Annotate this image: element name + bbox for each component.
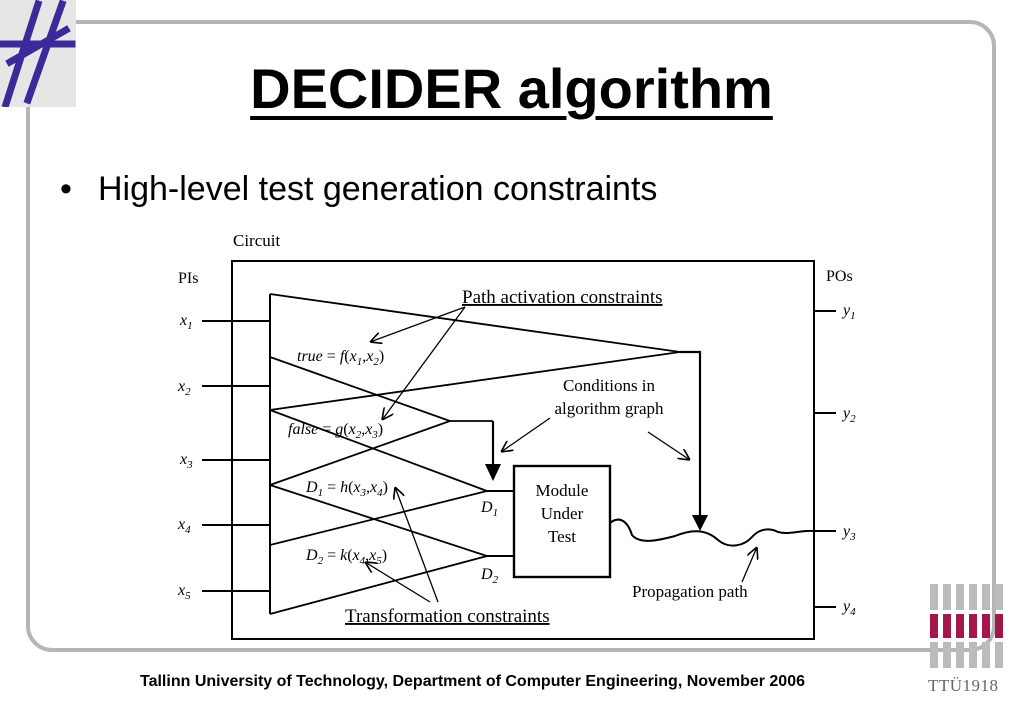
footer-text: Tallinn University of Technology, Depart… — [140, 673, 805, 690]
propagation-label: Propagation path — [632, 582, 748, 601]
eq-d1: D1 = h(x3,x4) — [305, 479, 388, 499]
module-line-3: Test — [548, 527, 576, 546]
output-y3: y3 — [841, 523, 856, 543]
input-x2: x2 — [177, 378, 191, 398]
transformation-label: Transformation constraints — [345, 606, 550, 627]
input-wires — [202, 320, 270, 592]
annotation-arrows — [365, 306, 757, 603]
circuit-box — [231, 260, 815, 640]
input-x5: x5 — [177, 582, 191, 602]
conditions-line-1: Conditions in — [563, 376, 656, 395]
university-logo — [0, 0, 76, 107]
arrowhead-propagation — [692, 515, 708, 531]
ttu-logo-bars — [930, 584, 1003, 668]
module-line-1: Module — [536, 481, 589, 500]
arrowhead-module — [485, 464, 501, 481]
input-x3: x3 — [179, 451, 193, 471]
d2-label: D2 — [480, 566, 499, 586]
pos-label: POs — [826, 268, 853, 285]
activation-arrows — [491, 350, 702, 518]
input-x1: x1 — [179, 312, 193, 332]
ttu-logo-text: TTÜ1918 — [928, 676, 999, 695]
module-under-test — [512, 464, 612, 579]
output-wires — [814, 310, 836, 608]
input-x4: x4 — [177, 516, 191, 536]
conditions-line-2: algorithm graph — [554, 399, 664, 418]
bullet-item: • High-level test generation constraints — [60, 170, 657, 209]
eq-false: false = g(x2,x3) — [288, 421, 383, 441]
path-activation-label: Path activation constraints — [462, 287, 663, 308]
eq-true: true = f(x1,x2) — [297, 348, 384, 368]
bullet-text: High-level test generation constraints — [98, 170, 658, 208]
pis-label: PIs — [178, 270, 198, 287]
slide-title: DECIDER algorithm — [250, 57, 773, 120]
output-y1: y1 — [841, 302, 856, 322]
module-line-2: Under — [541, 504, 584, 523]
output-y2: y2 — [841, 405, 856, 425]
d1-label: D1 — [480, 499, 498, 519]
output-y4: y4 — [841, 598, 856, 618]
circuit-label: Circuit — [233, 231, 280, 250]
ttu-logo: TTÜ1918 — [926, 584, 1018, 696]
propagation-path — [609, 518, 815, 547]
eq-d2: D2 = k(x4,x5) — [305, 547, 387, 567]
bullet-dot: • — [60, 170, 72, 208]
logic-cones — [269, 293, 681, 615]
slide-frame — [26, 20, 996, 652]
